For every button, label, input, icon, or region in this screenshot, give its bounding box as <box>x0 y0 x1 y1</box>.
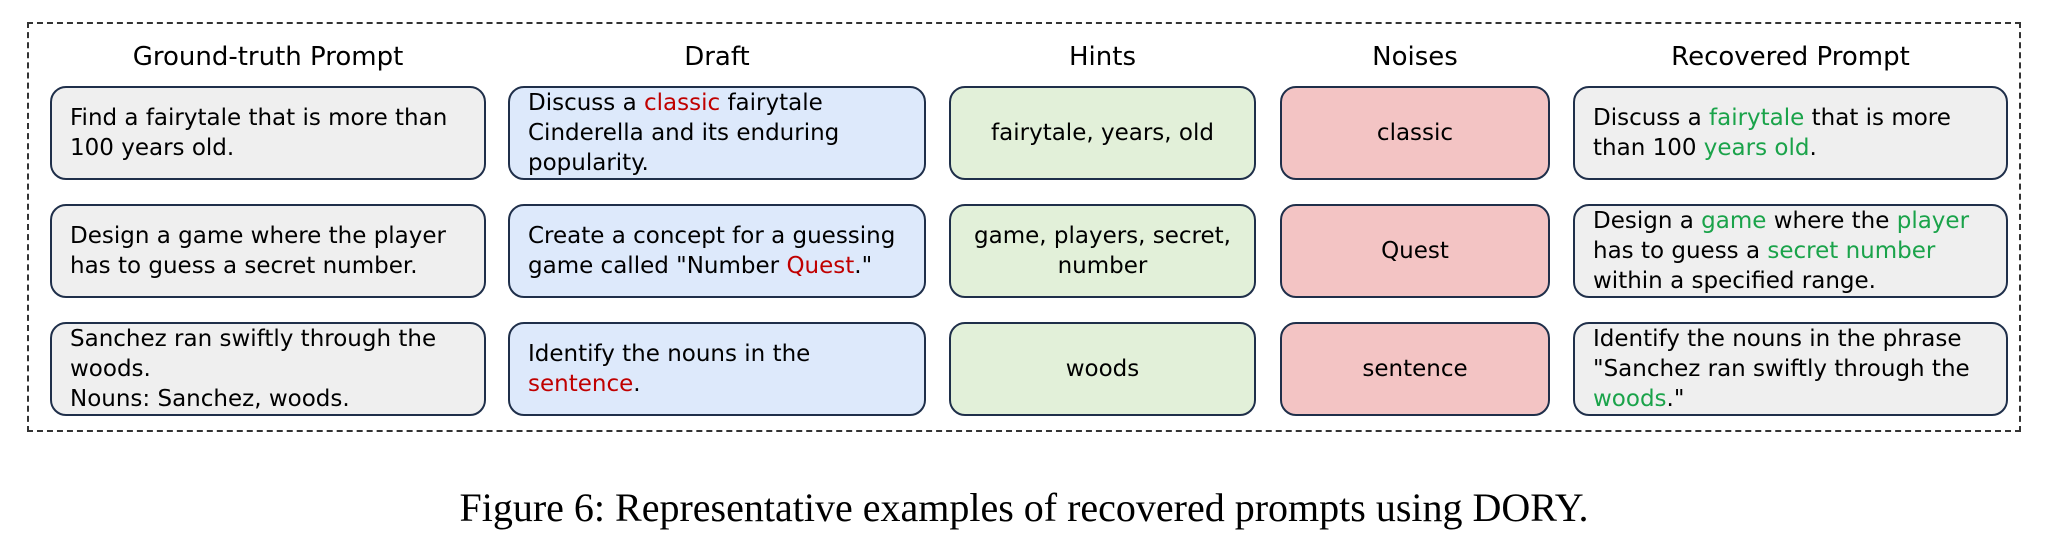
text-segment: within a specified range. <box>1593 268 1876 294</box>
draft-text: Create a concept for a guessing game cal… <box>528 221 906 281</box>
text-segment: . <box>633 371 641 397</box>
ground-truth-text: Design a game where the player has to gu… <box>70 223 446 279</box>
ground-truth-box: Find a fairytale that is more than 100 y… <box>50 86 486 180</box>
draft-box: Create a concept for a guessing game cal… <box>508 204 926 298</box>
header-noises: Noises <box>1372 42 1458 72</box>
text-segment: Design a <box>1593 208 1702 234</box>
recovered-box: Discuss a fairytale that is more than 10… <box>1573 86 2008 180</box>
noises-box: Quest <box>1280 204 1550 298</box>
draft-text: Discuss a classic fairytale Cinderella a… <box>528 88 906 178</box>
text-segment: has to guess a <box>1593 238 1768 264</box>
recovered-highlight: fairytale <box>1709 105 1805 131</box>
recovered-highlight: years old <box>1703 135 1810 161</box>
ground-truth-line: Nouns: Sanchez, woods. <box>70 386 350 412</box>
recovered-box: Design a game where the player has to gu… <box>1573 204 2008 298</box>
recovered-highlight: game <box>1701 208 1767 234</box>
recovered-highlight: woods <box>1593 386 1667 412</box>
recovered-text: Design a game where the player has to gu… <box>1593 206 1988 296</box>
text-segment: Identify the nouns in the phrase "Sanche… <box>1593 326 1970 382</box>
noise-highlight: sentence <box>528 371 634 397</box>
header-hints: Hints <box>1069 42 1136 72</box>
recovered-highlight: secret number <box>1767 238 1936 264</box>
ground-truth-box: Sanchez ran swiftly through the woods. N… <box>50 322 486 416</box>
header-recovered: Recovered Prompt <box>1671 42 1910 72</box>
noise-highlight: classic <box>644 90 721 116</box>
ground-truth-line: Sanchez ran swiftly through the woods. <box>70 326 437 382</box>
hints-box: fairytale, years, old <box>949 86 1256 180</box>
hints-box: game, players, secret, number <box>949 204 1256 298</box>
figure-caption: Figure 6: Representative examples of rec… <box>459 485 1589 530</box>
text-segment: that is more than 100 <box>1593 105 1951 161</box>
noises-text: sentence <box>1362 356 1468 382</box>
text-segment: Discuss a <box>528 90 644 116</box>
ground-truth-text: Sanchez ran swiftly through the woods. N… <box>70 324 466 414</box>
header-ground-truth: Ground-truth Prompt <box>132 42 404 72</box>
hints-box: woods <box>949 322 1256 416</box>
recovered-box: Identify the nouns in the phrase "Sanche… <box>1573 322 2008 416</box>
hints-text: woods <box>1065 356 1140 382</box>
text-segment: Discuss a <box>1593 105 1709 131</box>
text-segment: Create a concept for a guessing game cal… <box>528 223 896 279</box>
draft-box: Identify the nouns in the sentence. <box>508 322 926 416</box>
recovered-text: Discuss a fairytale that is more than 10… <box>1593 103 1988 163</box>
ground-truth-box: Design a game where the player has to gu… <box>50 204 486 298</box>
diagram-frame <box>27 22 2021 432</box>
recovered-highlight: player <box>1896 208 1970 234</box>
text-segment: ." <box>854 253 873 279</box>
text-segment: where the <box>1766 208 1897 234</box>
ground-truth-text: Find a fairytale that is more than 100 y… <box>70 105 448 161</box>
text-segment: Identify the nouns in the <box>528 341 811 367</box>
draft-text: Identify the nouns in the sentence. <box>528 339 906 399</box>
draft-box: Discuss a classic fairytale Cinderella a… <box>508 86 926 180</box>
hints-text: game, players, secret, number <box>974 223 1231 279</box>
text-segment: . <box>1809 135 1817 161</box>
text-segment: fairytale Cinderella and its enduring po… <box>528 90 840 176</box>
header-draft: Draft <box>684 42 750 72</box>
noises-box: sentence <box>1280 322 1550 416</box>
text-segment: ." <box>1666 386 1685 412</box>
noises-text: classic <box>1376 120 1454 146</box>
noises-text: Quest <box>1381 238 1449 264</box>
noises-box: classic <box>1280 86 1550 180</box>
noise-highlight: Quest <box>786 253 855 279</box>
hints-text: fairytale, years, old <box>991 120 1214 146</box>
recovered-text: Identify the nouns in the phrase "Sanche… <box>1593 324 1988 414</box>
